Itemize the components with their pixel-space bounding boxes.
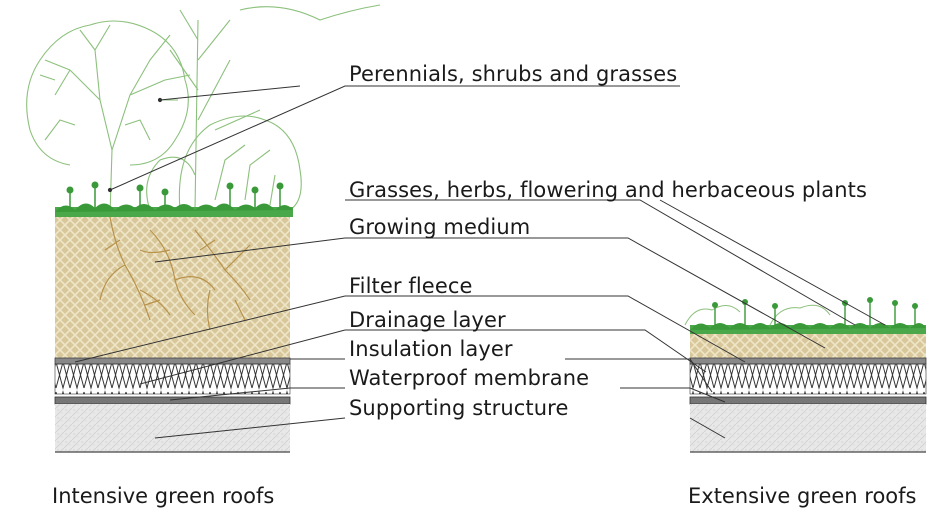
intensive-waterproof xyxy=(54,396,291,405)
leader-lines xyxy=(74,85,886,439)
extensive-support xyxy=(690,404,926,452)
label-supporting-structure: Supporting structure xyxy=(349,396,569,420)
label-drainage-layer: Drainage layer xyxy=(349,308,506,332)
intensive-drainage xyxy=(55,364,290,394)
caption-intensive: Intensive green roofs xyxy=(52,484,275,508)
extensive-growing-medium xyxy=(690,334,926,358)
label-perennials: Perennials, shrubs and grasses xyxy=(349,62,678,86)
intensive-plants xyxy=(55,181,293,217)
caption-extensive: Extensive green roofs xyxy=(688,484,917,508)
label-grasses-herbs: Grasses, herbs, flowering and herbaceous… xyxy=(349,178,868,202)
label-growing-medium: Growing medium xyxy=(349,215,531,239)
label-filter-fleece: Filter fleece xyxy=(349,274,473,298)
intensive-filter-fleece xyxy=(54,357,291,365)
intensive-growing-medium xyxy=(55,217,290,358)
extensive-waterproof xyxy=(689,396,927,405)
label-waterproof-membrane: Waterproof membrane xyxy=(349,366,590,390)
intensive-roots xyxy=(99,216,251,331)
intensive-tree xyxy=(26,4,381,216)
extensive-filter-fleece xyxy=(689,357,927,365)
extensive-drainage xyxy=(690,364,926,394)
label-insulation-layer: Insulation layer xyxy=(349,337,513,361)
extensive-plants xyxy=(684,297,926,334)
